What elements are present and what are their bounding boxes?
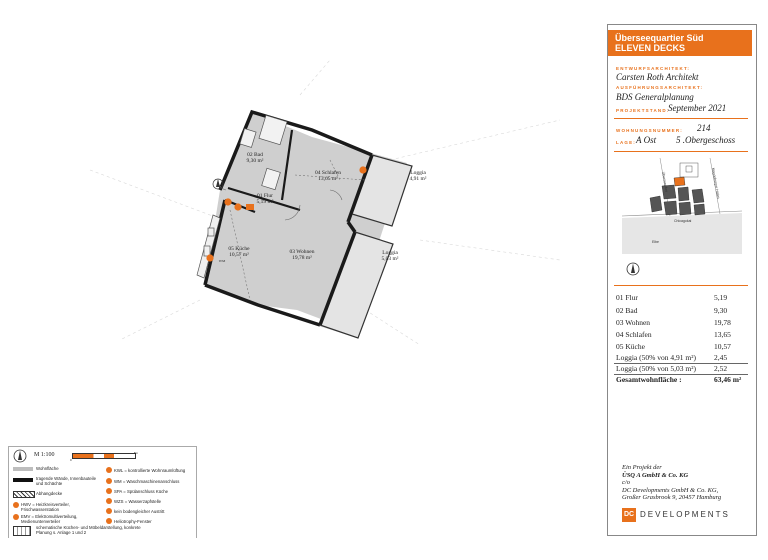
- spa-icon: [106, 488, 112, 494]
- window-icon: [106, 518, 112, 524]
- ausfuehrung-value: BDS Generalplanung: [616, 92, 694, 102]
- floor-plan: [89, 59, 561, 346]
- kitchen-counter: [196, 214, 221, 279]
- scale-label: M 1:100: [34, 452, 55, 458]
- wm-icon: [106, 478, 112, 484]
- legend-item-5: EMV = Elektromultiverteilung, Medienunte…: [21, 514, 78, 524]
- legend-item-r2: WM = Waschmaschinenanschluss: [114, 479, 180, 484]
- scale-bar: [72, 453, 136, 459]
- info-panel: [607, 24, 757, 536]
- legend-item-r3: SPA = Spülanschluss Küche: [114, 489, 169, 494]
- legend-item-r5: kein bodengleicher Austritt: [114, 509, 165, 514]
- legend-item-4: HWV = Heizkreisverteiler, Frischwasserst…: [21, 502, 70, 512]
- street-c: Chicagokai: [674, 219, 692, 223]
- wzs-icon: [106, 498, 112, 504]
- plan-north-arrow-icon: [212, 178, 224, 190]
- ceiling-lines: [229, 159, 366, 301]
- bathroom-fixtures: [239, 114, 288, 191]
- legend-item-2: tragende Wände, Innenbauteile und Schäch…: [36, 476, 96, 486]
- project-title-line1: Überseequartier Süd: [615, 33, 704, 43]
- table-rule-1: [614, 363, 748, 364]
- area-row: Loggia (50% von 5,03 m²)2,52: [616, 364, 728, 373]
- street-b: Magdeburger Hafen: [711, 167, 720, 198]
- installation-symbols: [206, 166, 367, 262]
- scale-tick-5: 5m: [134, 451, 139, 455]
- loggia-outline: [319, 154, 413, 339]
- austritt-icon: [106, 508, 112, 514]
- swatch-abhangdecke: [13, 491, 35, 498]
- project-title-bar: Überseequartier Süd ELEVEN DECKS: [608, 30, 752, 56]
- divider-3: [614, 285, 748, 286]
- legend-item-1: Wohnfläche: [36, 466, 59, 471]
- scale-tick-0: 0: [70, 458, 72, 462]
- area-row: Loggia (50% von 4,91 m²)2,45: [616, 353, 728, 362]
- wohnung-caption: WOHNUNGSNUMMER:: [616, 128, 683, 133]
- swatch-walls: [13, 478, 33, 482]
- dc-logo-text: DEVELOPMENTS: [640, 510, 730, 519]
- wohnung-value: 214: [697, 123, 711, 133]
- legend-item-3: Abhangdecke: [36, 491, 63, 496]
- street-d: Elbe: [652, 240, 659, 244]
- swatch-wohnflaeche: [13, 467, 33, 471]
- geschoss-value: 5 .Obergeschoss: [676, 135, 736, 145]
- furniture-icon: [13, 526, 31, 536]
- total-row: Gesamtwohnfläche :63,46 m²: [616, 375, 742, 384]
- emv-icon: [13, 514, 19, 520]
- project-credits: Ein Projekt der ÜSQ A GmbH & Co. KG c/o …: [622, 464, 722, 501]
- lage-caption: LAGE:: [616, 140, 636, 145]
- kwl-icon: [106, 467, 112, 473]
- entwurf-value: Carsten Roth Architekt: [616, 72, 699, 82]
- divider-2: [614, 151, 748, 152]
- projektstand-caption: PROJEKTSTAND:: [616, 108, 670, 113]
- legend-item-6: schematische Küchen- und Möbeldarstellun…: [36, 525, 141, 535]
- ausfuehrung-caption: AUSFÜHRUNGSARCHITEKT:: [616, 85, 704, 90]
- project-title-line2: ELEVEN DECKS: [615, 43, 686, 53]
- dc-logo-mark: DC: [622, 508, 636, 522]
- hwv-icon: [13, 502, 19, 508]
- legend-border-right: [196, 446, 197, 538]
- legend-north-arrow-icon: [13, 449, 27, 463]
- entwurf-caption: ENTWURFSARCHITEKT:: [616, 66, 691, 71]
- legend-border-left: [8, 446, 9, 538]
- street-a: Überseeallee: [661, 171, 669, 192]
- legend-item-r1: KWL = kontrollierte Wohnraumlüftung: [114, 468, 186, 473]
- legend-item-r6: Heliotrophy-Fenster: [114, 519, 152, 524]
- divider-1: [614, 118, 748, 119]
- site-north-arrow-icon: [626, 262, 640, 276]
- projektstand-value: September 2021: [668, 103, 727, 113]
- legend-divider: [8, 446, 196, 447]
- table-rule-2: [614, 374, 748, 375]
- site-map: Überseeallee Magdeburger Hafen Chicagoka…: [622, 158, 742, 254]
- exterior-walls: [203, 109, 374, 327]
- legend-item-r4: WZS = Wasserzapfstelle: [114, 499, 161, 504]
- label-wm: WM: [218, 259, 226, 263]
- lage-value: A Ost: [636, 135, 657, 145]
- loggia-2-fill: [318, 232, 393, 338]
